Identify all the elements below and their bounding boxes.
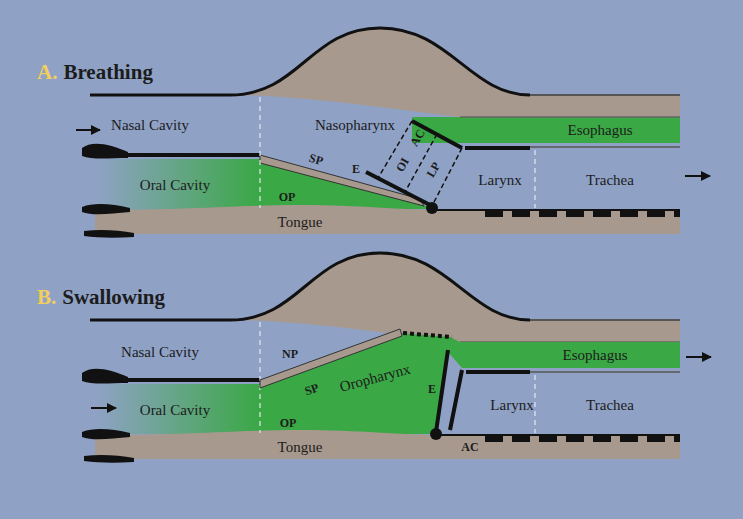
part-label: OP	[280, 417, 297, 430]
part-label: AC	[408, 127, 428, 149]
panel-heading: Breathing	[63, 61, 152, 84]
panel-letter: A.	[37, 61, 57, 84]
airflow-arrow	[76, 129, 100, 131]
region-label: Esophagus	[568, 122, 633, 139]
part-label: E	[352, 163, 360, 176]
part-label: NP	[282, 348, 298, 361]
region-label: Larynx	[478, 172, 521, 189]
upper-lip	[82, 369, 128, 384]
outline	[432, 434, 680, 436]
region-label: Tongue	[278, 439, 323, 456]
hyoid-dot	[426, 202, 438, 214]
hyoid-dot	[430, 428, 442, 440]
region-label: Oropharynx	[338, 361, 412, 396]
part-label: OP	[279, 191, 296, 204]
epiglottis	[366, 172, 432, 206]
outline	[432, 209, 680, 211]
tongue-shape	[95, 205, 680, 234]
larynx-wall	[466, 370, 530, 374]
region-label: Oral Cavity	[140, 402, 210, 419]
outline	[90, 28, 530, 95]
part-label: OI	[394, 156, 412, 175]
region-divider	[260, 322, 535, 433]
panel-heading: Swallowing	[62, 286, 165, 309]
region-label: Larynx	[490, 397, 533, 414]
outline	[460, 116, 680, 118]
oropharynx-lumen	[97, 333, 680, 434]
esophagus-lumen	[412, 117, 680, 143]
upper-lip	[82, 144, 128, 159]
larynx-wall	[530, 146, 680, 148]
region-label: Oral Cavity	[140, 177, 210, 194]
lower-lip	[82, 429, 130, 439]
epiglottis	[436, 350, 448, 432]
region-divider	[260, 97, 535, 208]
panel-swallowing	[82, 253, 711, 463]
soft-palate	[260, 155, 424, 206]
palate-seal	[403, 333, 452, 337]
outline	[530, 94, 680, 96]
tongue-shape	[95, 430, 680, 459]
arytenoid	[450, 370, 462, 430]
part-label: AC	[461, 441, 478, 454]
larynx-wall	[530, 371, 680, 373]
pharynx-wall	[230, 253, 680, 342]
chin	[84, 230, 134, 238]
panel-breathing	[76, 28, 710, 238]
flow-arrow	[686, 356, 711, 358]
region-label: Trachea	[586, 397, 634, 414]
outline	[530, 319, 680, 321]
region-label: Trachea	[586, 172, 634, 189]
tracheal-rings	[485, 436, 680, 442]
larynx-wall	[465, 146, 530, 150]
lower-lip	[82, 204, 130, 214]
dashed-line	[378, 121, 462, 206]
part-label: SP	[307, 152, 324, 169]
panel-letter: B.	[37, 286, 56, 309]
oral-lumen	[97, 159, 432, 210]
region-label: Nasal Cavity	[121, 344, 199, 361]
chin	[84, 455, 134, 463]
tracheal-rings	[485, 211, 680, 217]
region-label: Nasal Cavity	[111, 117, 189, 134]
pharynx-wall	[230, 28, 680, 117]
flow-arrow	[91, 407, 116, 409]
airflow-arrow	[685, 175, 710, 177]
part-label: E	[428, 383, 436, 396]
part-label: LP	[424, 160, 443, 180]
region-label: Esophagus	[563, 347, 628, 364]
part-label: SP	[303, 381, 321, 398]
region-label: Tongue	[278, 214, 323, 231]
region-label: Nasopharynx	[315, 117, 395, 134]
